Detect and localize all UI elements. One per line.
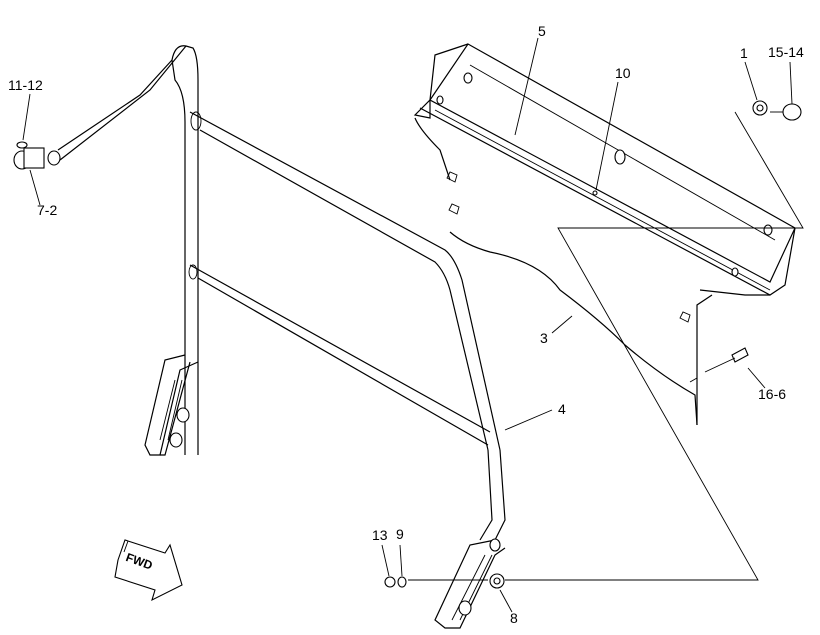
hardware <box>384 100 802 589</box>
assembly-lines <box>408 111 804 581</box>
callout-8: 8 <box>510 610 518 626</box>
callout-3: 3 <box>540 330 548 346</box>
callout-9: 9 <box>396 526 404 542</box>
callout-4: 4 <box>558 401 566 417</box>
callout-5: 5 <box>538 23 546 39</box>
callout-10: 10 <box>615 65 631 81</box>
callout-15-14: 15-14 <box>768 44 804 60</box>
mounting-plate <box>414 117 713 426</box>
fwd-arrow-badge: FWD <box>114 539 183 602</box>
clamp-assembly <box>13 141 61 170</box>
callout-leaders <box>22 37 793 613</box>
callout-11-12: 11-12 <box>8 77 43 93</box>
callout-7-2: 7-2 <box>37 202 57 218</box>
channel-bracket <box>413 43 796 296</box>
callout-1: 1 <box>740 45 748 61</box>
callout-16-6: 16-6 <box>758 386 786 402</box>
handrail-frame <box>57 45 506 629</box>
callout-13: 13 <box>372 527 388 543</box>
